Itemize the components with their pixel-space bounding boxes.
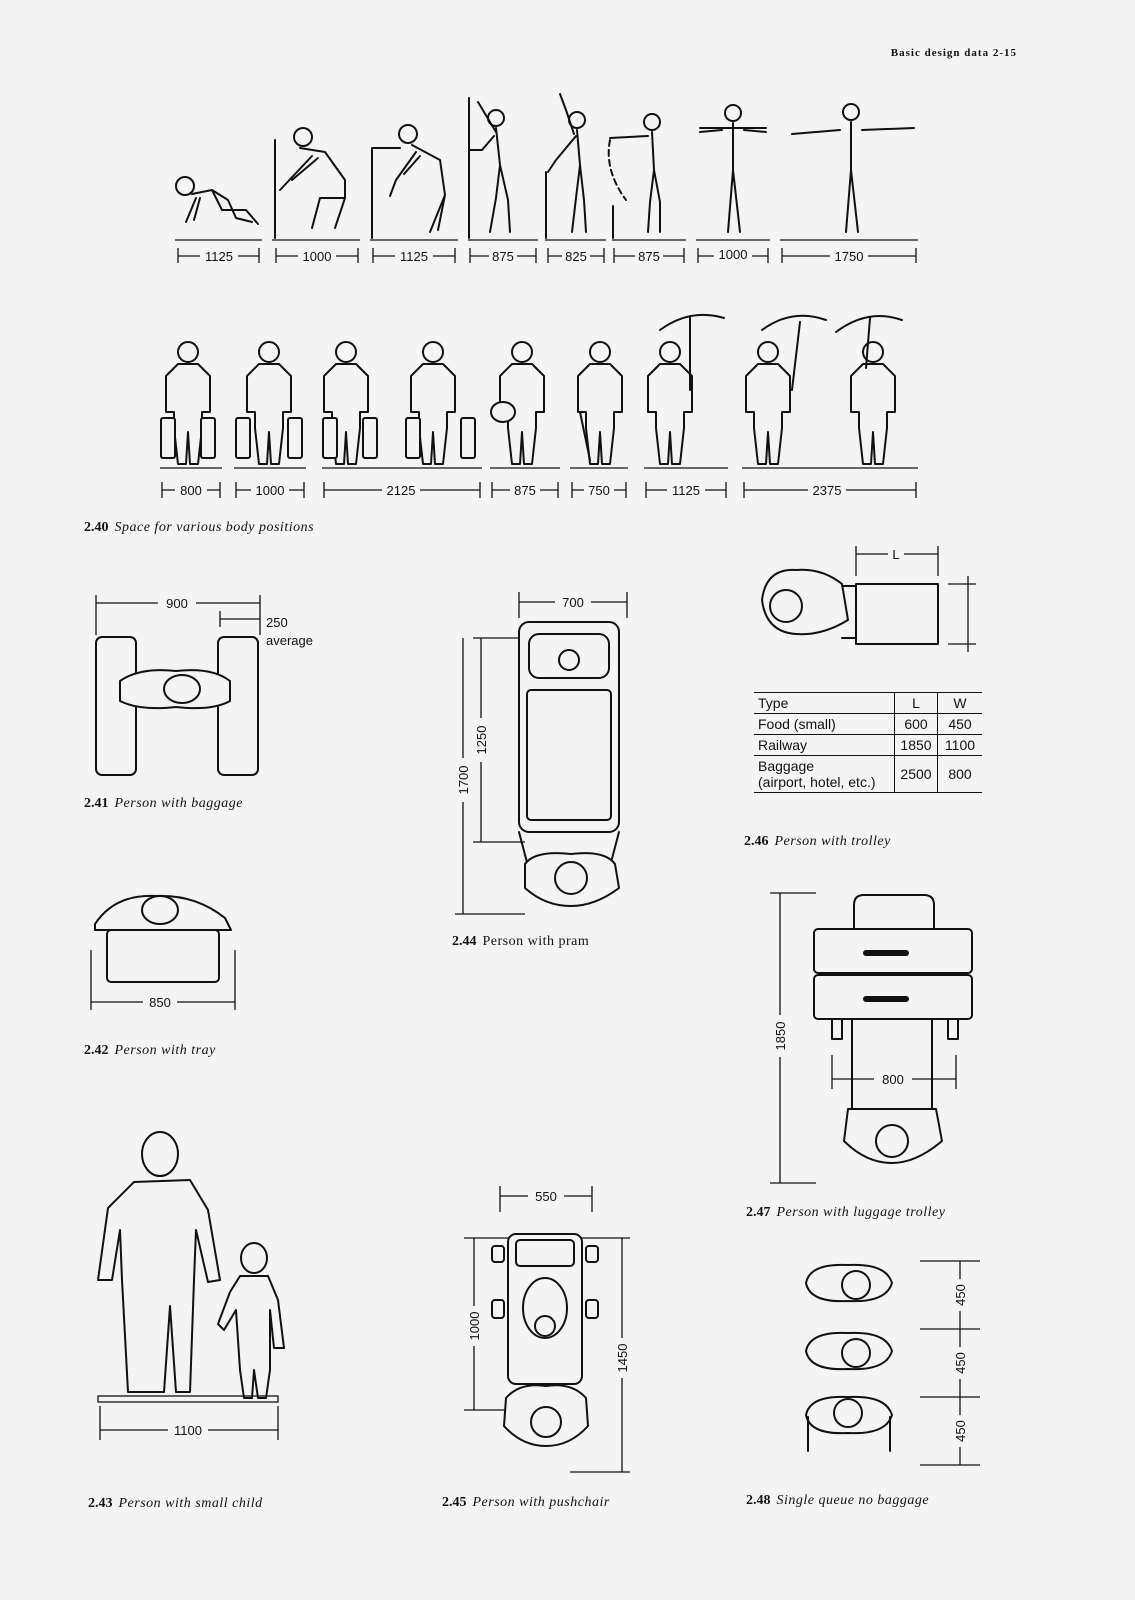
width-label: 800 xyxy=(882,1072,904,1087)
cell-w: 800 xyxy=(937,755,982,793)
figure-caption-2-47: 2.47 Person with luggage trolley xyxy=(746,1205,945,1221)
width-label: 850 xyxy=(149,995,171,1010)
cell-type: Food (small) xyxy=(754,713,895,735)
cell-type-main: Baggage xyxy=(758,758,815,774)
dim-label: 825 xyxy=(565,249,587,264)
figure-title: Person with trolley xyxy=(774,834,891,849)
table-row: Baggage (airport, hotel, etc.) 2500 800 xyxy=(754,755,982,793)
total-length-label: 1700 xyxy=(456,766,471,795)
figure-caption-2-46: 2.46 Person with trolley xyxy=(744,834,891,850)
length-label: 1850 xyxy=(773,1022,788,1051)
figure-caption-2-41: 2.41 Person with baggage xyxy=(84,796,243,812)
case-note-label: average xyxy=(266,633,313,648)
cell-l: 600 xyxy=(894,713,938,735)
dim-label: 800 xyxy=(180,483,202,498)
table-row: Railway 1850 1100 xyxy=(754,734,982,756)
person-with-luggage-trolley-drawing: 1850 800 xyxy=(770,892,973,1184)
chair-length-label: 1000 xyxy=(467,1312,482,1341)
dim-label: 1000 xyxy=(719,247,748,262)
dim-label: 1000 xyxy=(303,249,332,264)
dim-label: 875 xyxy=(514,483,536,498)
figure-number: 2.45 xyxy=(442,1495,467,1510)
trolley-sizes-table: Type L W Food (small) 600 450 Railway 18… xyxy=(754,692,982,793)
cell-w: 450 xyxy=(937,713,982,735)
person-with-trolley-drawing: L xyxy=(761,546,976,652)
dim-label: 1125 xyxy=(205,249,233,264)
cell-l: 1850 xyxy=(894,734,938,756)
figure-title: Person with luggage trolley xyxy=(776,1205,946,1220)
figure-number: 2.42 xyxy=(84,1043,109,1058)
pram-length-label: 1250 xyxy=(474,726,489,755)
running-header: Basic design data 2-15 xyxy=(890,47,1017,59)
total-length-label: 1450 xyxy=(615,1344,630,1373)
person-with-pram-drawing: 700 1250 1700 xyxy=(455,592,628,915)
dim-label: 1750 xyxy=(835,249,864,264)
figure-caption-2-48: 2.48 Single queue no baggage xyxy=(746,1493,929,1509)
width-label: 1100 xyxy=(174,1423,202,1438)
figure-number: 2.44 xyxy=(452,934,477,949)
single-queue-drawing: 450 450 450 xyxy=(805,1260,980,1466)
figure-caption-2-44: 2.44 Person with pram xyxy=(452,934,589,950)
figure-caption-2-42: 2.42 Person with tray xyxy=(84,1043,216,1059)
cell-l: 2500 xyxy=(894,755,938,793)
trolley-length-label: L xyxy=(892,547,899,562)
figure-title: Person with baggage xyxy=(114,796,243,811)
header-w: W xyxy=(937,692,982,714)
figure-title: Single queue no baggage xyxy=(776,1493,930,1508)
table-header-row: Type L W xyxy=(754,692,982,714)
figure-title: Person with pushchair xyxy=(472,1495,610,1510)
person-with-tray-drawing: 850 xyxy=(90,894,236,1010)
case-width-label: 250 xyxy=(266,615,288,630)
dim-label: 1000 xyxy=(256,483,285,498)
cell-w: 1100 xyxy=(937,734,982,756)
figure-caption-2-40: 2.40 Space for various body positions xyxy=(84,520,314,536)
header-l: L xyxy=(894,692,938,714)
row-1-dimension-labels: 1125 1000 1125 875 825 875 1000 1750 xyxy=(200,246,868,264)
body-positions-row-2: 800 1000 2125 875 750 1125 2375 xyxy=(160,313,918,498)
table-row: Food (small) 600 450 xyxy=(754,713,982,735)
figure-number: 2.47 xyxy=(746,1205,771,1220)
figure-title: Person with pram xyxy=(482,934,590,949)
cell-type-note: (airport, hotel, etc.) xyxy=(758,774,876,790)
figure-caption-2-43: 2.43 Person with small child xyxy=(88,1496,263,1512)
spacing-label: 450 xyxy=(953,1420,968,1442)
person-with-child-drawing: 1100 xyxy=(97,1131,285,1440)
figure-title: Person with tray xyxy=(114,1043,216,1058)
figure-title: Space for various body positions xyxy=(114,520,315,535)
dim-label: 1125 xyxy=(400,249,428,264)
dim-label: 2125 xyxy=(387,483,416,498)
figure-number: 2.40 xyxy=(84,520,109,535)
dim-label: 1125 xyxy=(672,483,700,498)
dim-label: 875 xyxy=(638,249,660,264)
dim-label: 2375 xyxy=(813,483,842,498)
person-with-pushchair-drawing: 550 1000 1450 xyxy=(464,1186,630,1473)
spacing-label: 450 xyxy=(953,1284,968,1306)
width-label: 550 xyxy=(535,1189,557,1204)
figure-title: Person with small child xyxy=(118,1496,263,1511)
figure-number: 2.48 xyxy=(746,1493,771,1508)
person-with-baggage-drawing: 900 250 average xyxy=(95,595,313,776)
dim-label: 750 xyxy=(588,483,610,498)
figure-number: 2.41 xyxy=(84,796,109,811)
header-type: Type xyxy=(754,692,895,714)
width-label: 900 xyxy=(166,596,188,611)
cell-type: Baggage (airport, hotel, etc.) xyxy=(754,755,895,793)
width-label: 700 xyxy=(562,595,584,610)
figure-number: 2.43 xyxy=(88,1496,113,1511)
figure-number: 2.46 xyxy=(744,834,769,849)
cell-type: Railway xyxy=(754,734,895,756)
dim-label: 875 xyxy=(492,249,514,264)
figure-caption-2-45: 2.45 Person with pushchair xyxy=(442,1495,610,1511)
spacing-label: 450 xyxy=(953,1352,968,1374)
